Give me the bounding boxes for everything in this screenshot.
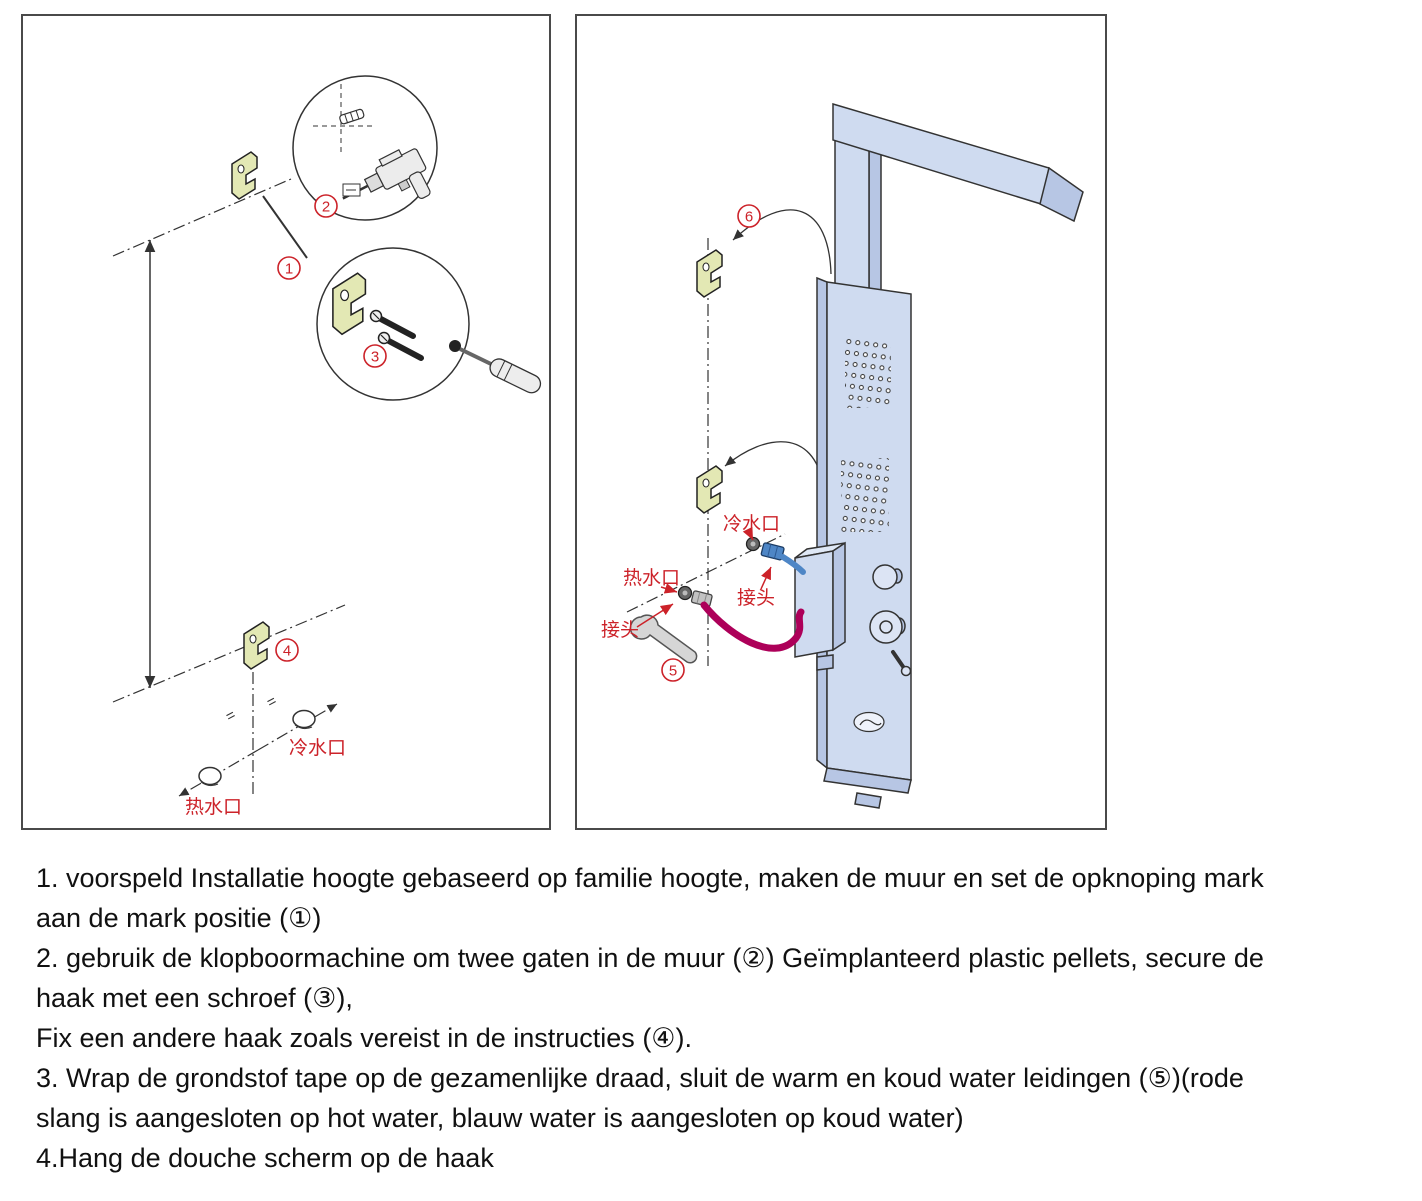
cold-connector-nut [760,542,785,561]
instruction-line: Fix een andere haak zoals vereist in de … [36,1023,693,1053]
step-marker-5: 5 [661,658,685,682]
spout-logo [853,711,885,733]
instruction-line: aan de mark positie (①) [36,903,322,933]
wall-hook-upper [696,249,723,298]
step-marker-1: 1 [277,256,301,280]
panel-left-edge [816,276,828,770]
cold-hose [780,554,806,575]
step-marker-3: 3 [363,344,387,368]
supply-box [794,541,846,671]
svg-text:=: = [264,692,280,711]
body-jets-upper [845,338,891,408]
cold-water-connection [745,536,806,575]
left-diagram-panel: 1 2 [21,14,551,830]
inlet-axis-line [626,533,786,613]
svg-text:5: 5 [669,663,677,680]
wall-anchor-plug [339,108,365,125]
step-marker-6: 6 [737,204,761,228]
drill-detail-circle [292,75,438,221]
drill-icon [342,148,431,200]
instruction-line: 1. voorspeld Installatie hoogte gebaseer… [36,863,1264,893]
cold-pilot-hole [292,709,316,730]
diverter-lever [891,650,906,670]
svg-text:1: 1 [285,261,293,278]
svg-text:4: 4 [283,643,291,660]
height-dimension-line [112,178,346,703]
control-knob-1 [872,564,898,590]
panel-bottom [823,767,912,794]
instruction-text: 1. voorspeld Installatie hoogte gebaseer… [36,858,1416,1178]
wall-hook-bottom [243,621,270,670]
hot-water-connection [677,585,805,652]
port-labels: 冷水口 热水口 接头 接头 [601,513,780,641]
svg-text:3: 3 [371,349,379,366]
joint-label-right: 接头 [737,587,775,609]
marking-pencil-line [262,195,308,259]
step-marker-2: 2 [314,194,338,218]
instruction-line: haak met een schroef (③), [36,983,353,1013]
svg-text:2: 2 [322,199,330,216]
hot-port-label: 热水口 [623,567,680,589]
wall-hook-detail [332,272,367,336]
hot-port-label: 热水口 [185,796,242,818]
panel-neck [834,133,870,293]
hot-hose [700,601,805,652]
screwdriver-icon [449,340,542,394]
instruction-line: 2. gebruik de klopboormachine om twee ga… [36,943,1264,973]
panel-bottom-spout [854,792,882,809]
wrench-icon [629,614,698,664]
svg-text:=: = [223,706,239,725]
instruction-line: slang is aangesloten op hot water, blauw… [36,1103,964,1133]
cold-port-label: 冷水口 [289,737,346,759]
joint-label-left: 接头 [601,619,639,641]
panel-neck-side [868,138,882,300]
screws [369,309,424,361]
hot-pilot-hole [198,766,222,787]
instruction-line: 3. Wrap de grondstof tape op de gezamenl… [36,1063,1244,1093]
wall-hook-top [231,151,258,200]
right-diagram-panel: 冷水口 热水口 接头 接头 6 5 [575,14,1107,830]
wall-hook-lower [696,465,723,514]
shower-panel [816,102,1084,809]
control-knob-2 [869,610,903,644]
screw-detail-circle [316,247,542,401]
svg-text:6: 6 [745,209,753,226]
step-marker-4: 4 [275,638,299,662]
hot-connector-nut [690,590,713,608]
shower-panel-diagram: 冷水口 热水口 接头 接头 6 5 [601,102,1084,809]
instruction-line: 4.Hang de douche scherm op de haak [36,1143,494,1173]
inlet-marking: = = 冷水口 热水口 [178,672,346,818]
wall-marking-diagram: 1 2 [112,75,542,818]
body-jets-lower [841,458,889,532]
cold-port-label: 冷水口 [723,513,780,535]
shower-arm-head [1039,166,1084,223]
hang-arrow-lower [724,441,824,485]
